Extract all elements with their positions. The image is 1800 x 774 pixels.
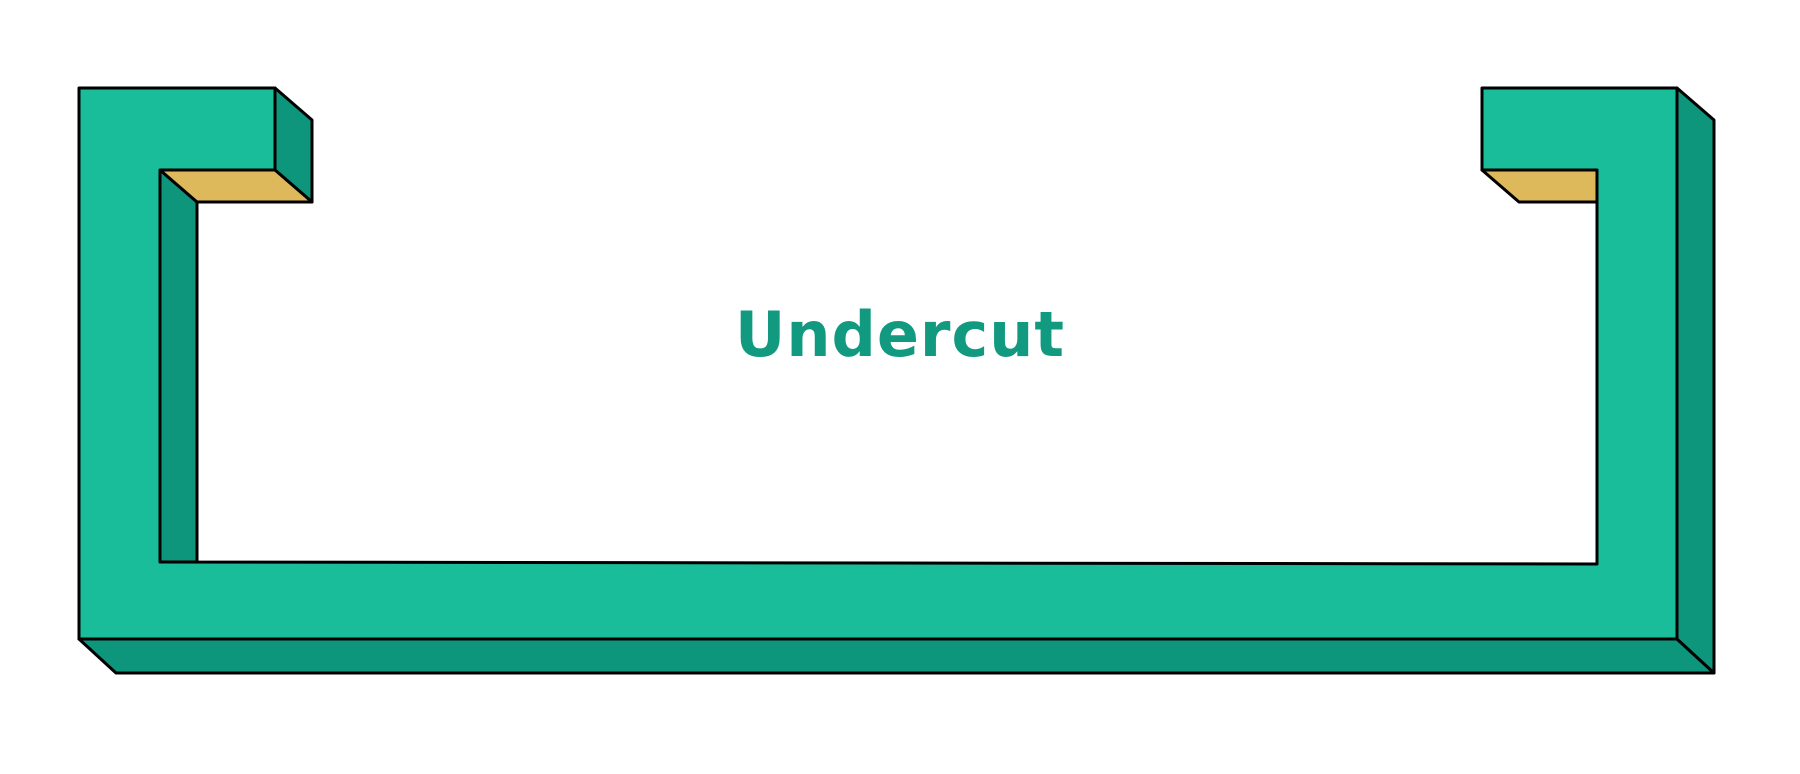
channel-front-face <box>77 86 1679 641</box>
undercut-label: Undercut <box>734 298 1066 371</box>
right-depth-face <box>1675 86 1716 675</box>
bottom-depth-face <box>77 637 1716 675</box>
right-undercut-face <box>1480 168 1599 204</box>
left-inner-wall-face <box>158 168 199 564</box>
